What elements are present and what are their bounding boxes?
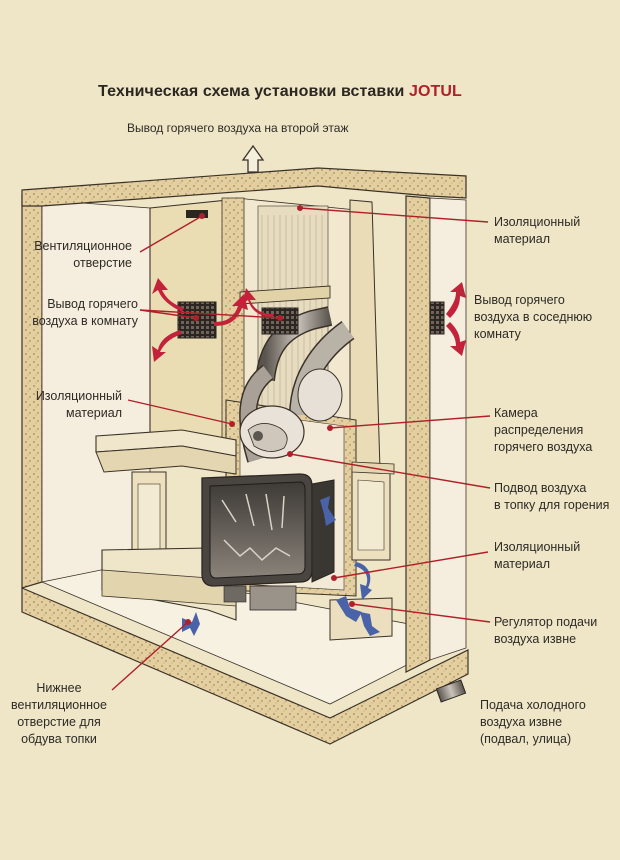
label-top-outlet: Вывод горячего воздуха на второй этаж (127, 121, 349, 135)
cold-air-pipe (435, 679, 467, 703)
up-arrow-icon (241, 144, 265, 173)
title-text: Техническая схема установки вставки (98, 83, 409, 100)
floor-slab (21, 587, 469, 745)
ceiling-slab (21, 167, 467, 207)
leader-lines (111, 205, 491, 691)
label-distribution-chamber: Камера распределения горячего воздуха (494, 406, 593, 454)
label-cold-air-supply: Подача холодного воздуха извне (подвал, … (480, 698, 586, 746)
label-hot-air-next-room: Вывод горячего воздуха в соседнюю комнат… (474, 293, 593, 341)
cold-air-arrows (182, 496, 380, 636)
label-insulation-top-right: Изоляционный материал (494, 215, 581, 246)
mantel-cornice (95, 445, 237, 475)
distribution-chamber (239, 368, 343, 459)
adjacent-room-grille (429, 301, 445, 335)
label-vent-hole: Вентиляционное отверстие (34, 239, 132, 270)
label-combustion-air: Подвод воздуха в топку для горения (494, 481, 610, 512)
diagram-title: Техническая схема установки вставки JOTU… (98, 83, 462, 101)
right-wall-face (429, 197, 467, 661)
right-column (351, 461, 395, 561)
vent-hole (186, 210, 208, 218)
left-column (131, 471, 167, 563)
label-bottom-vent: Нижнее вентиляционное отверстие для обду… (11, 681, 107, 746)
title-brand: JOTUL (408, 83, 462, 100)
right-wall (405, 195, 431, 673)
hot-air-arrows (152, 278, 466, 362)
label-insulation-lower-right: Изоляционный материал (494, 540, 581, 571)
label-outside-air-regulator: Регулятор подачи воздуха извне (494, 615, 598, 646)
label-hot-air-room: Вывод горячего воздуха в комнату (32, 297, 138, 328)
stove-insert (201, 473, 335, 611)
label-insulation-left: Изоляционный материал (35, 389, 122, 420)
